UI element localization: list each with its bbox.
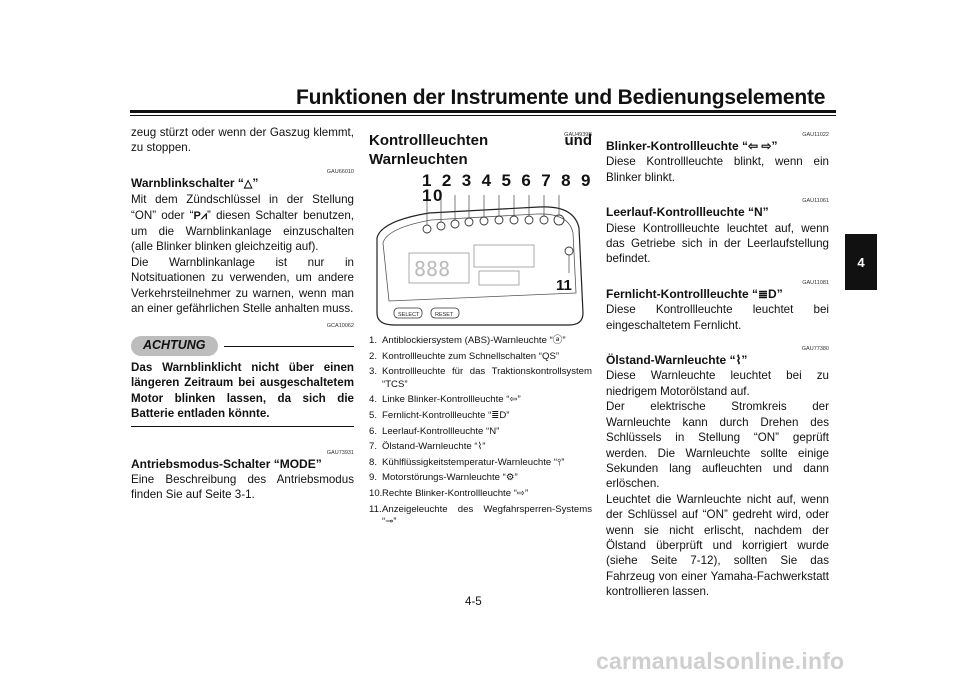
svg-text:888: 888 (414, 257, 450, 281)
leerlauf-heading: Leerlauf-Kontrollleuchte “N” (606, 205, 769, 220)
oelstand-heading: Ölstand-Warnleuchte “⌇” (606, 353, 748, 368)
ref-code: GAU11081 (802, 279, 829, 286)
callout-number-11: 11 (556, 277, 572, 294)
ref-code: GAU77380 (801, 346, 829, 353)
page-header-title: Funktionen der Instrumente und Bedienung… (296, 86, 826, 109)
select-button-label: SELECT (398, 312, 420, 318)
header-rule (130, 110, 836, 113)
column-middle: GAU4939B Kontrollleuchten und Warnleucht… (369, 125, 592, 532)
list-item: 4.Linke Blinker-Kontrollleuchte “⇦” (369, 394, 521, 406)
intro-text: zeug stürzt oder wenn der Gaszug klemmt,… (131, 126, 354, 155)
parking-icon: P⩘ (193, 209, 208, 222)
ref-code: GAU4939B (564, 132, 592, 138)
oelstand-body-1: Diese Warnleuchte leuchtet bei zu niedri… (606, 369, 829, 398)
instrument-cluster-figure: 1 2 3 4 5 6 7 8 9 10 11 (369, 171, 592, 333)
list-item: 3.Kontrollleuchte für das Traktionskontr… (369, 366, 592, 390)
ref-code: GAU11022 (802, 132, 829, 138)
watermark: carmanualsonline.info (596, 648, 845, 674)
cluster-diagram: 888 SELECT RESET (376, 195, 584, 326)
fernlicht-body: Diese Kontrollleuchte leuchtet bei einge… (606, 303, 829, 332)
ref-code: GCA10062 (326, 323, 354, 330)
warnblink-heading: Warnblinkschalter “△” (131, 176, 354, 192)
callout-numbers: 1 2 3 4 5 6 7 8 9 10 (422, 171, 592, 206)
list-item: 2.Kontrollleuchte zum Schnellschalten “Q… (369, 350, 560, 362)
indicator-list: 1.Antiblockiersystem (ABS)-Warnleuchte “… (369, 335, 592, 529)
hazard-triangle-icon: △ (243, 177, 253, 190)
column-left: zeug stürzt oder wenn der Gaszug klemmt,… (131, 125, 354, 503)
achtung-warning: Das Warnblinklicht nicht über einen läng… (131, 360, 354, 427)
ref-code: GAU66010 (326, 168, 354, 175)
chapter-tab: 4 (845, 234, 877, 290)
list-item: 10.Rechte Blinker-Kontrollleuchte “⇨” (369, 487, 529, 499)
fernlicht-heading: Fernlicht-Kontrollleuchte “≣D” (606, 286, 783, 301)
achtung-banner: ACHTUNG (131, 336, 354, 356)
achtung-label: ACHTUNG (131, 336, 218, 356)
section-title: Kontrollleuchten und Warnleuchten (369, 132, 592, 168)
mode-body: Eine Beschreibung des Antriebsmodus find… (131, 472, 354, 502)
oelstand-body-2: Der elektrische Stromkreis der Warnleuch… (606, 400, 829, 491)
warnblink-body-2: Die Warnblinkanlage ist nur in Notsituat… (131, 255, 354, 316)
oelstand-body-3: Leuchtet die Warnleuchte nicht auf, wenn… (606, 492, 829, 599)
header-rule-thin (130, 115, 836, 116)
list-item: 9.Motorstörungs-Warnleuchte “⚙” (369, 472, 518, 484)
mode-heading: Antriebsmodus-Schalter “MODE” (131, 456, 322, 471)
blink-heading: Blinker-Kontrollleuchte “⇦ ⇨” (606, 139, 778, 153)
list-item: 7.Ölstand-Warnleuchte “⌇” (369, 441, 486, 453)
list-item: 6.Leerlauf-Kontrollleuchte “N” (369, 425, 500, 437)
blink-body: Diese Kontrollleuchte blinkt, wenn ein B… (606, 155, 829, 184)
warnblink-body: Mit dem Zündschlüssel in der Stellung “O… (131, 193, 354, 254)
reset-button-label: RESET (435, 312, 454, 318)
column-right: GAU11022 Blinker-Kontrollleuchte “⇦ ⇨” D… (606, 125, 829, 600)
list-item: 1.Antiblockiersystem (ABS)-Warnleuchte “… (369, 335, 566, 346)
ref-code: GAU73931 (326, 449, 354, 456)
list-item: 11.Anzeigeleuchte des Wegfahrsperren-Sys… (369, 503, 592, 528)
leerlauf-body: Diese Kontrollleuchte leuchtet auf, wenn… (606, 221, 829, 266)
list-item: 8.Kühlflüssigkeitstemperatur-Warnleuchte… (369, 456, 565, 468)
list-item: 5.Fernlicht-Kontrollleuchte “≣D” (369, 409, 510, 421)
ref-code: GAU11061 (802, 198, 829, 205)
page-number: 4-5 (465, 595, 482, 608)
